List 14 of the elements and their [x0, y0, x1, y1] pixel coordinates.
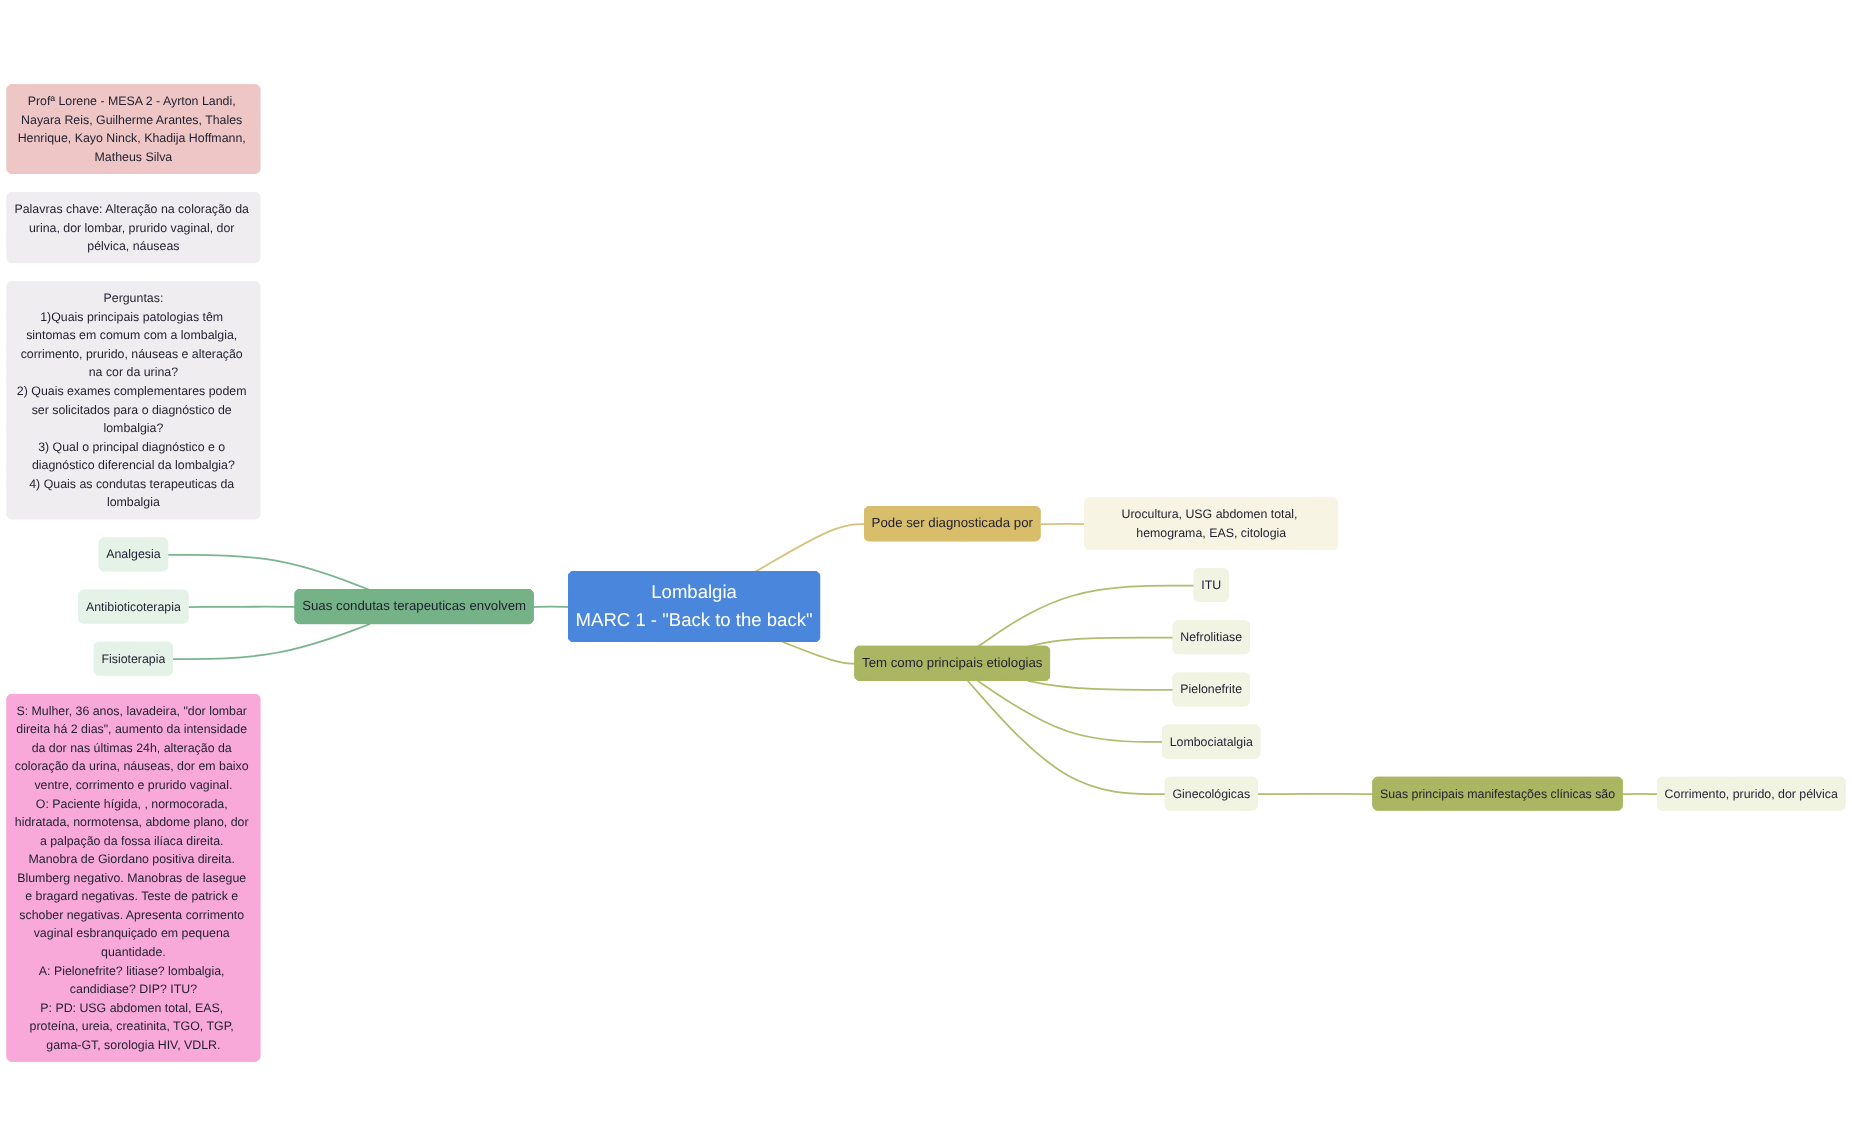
connector: [1026, 636, 1175, 648]
connector: [172, 623, 371, 661]
connector: [781, 641, 857, 665]
connector: [532, 605, 570, 608]
connector: [1026, 679, 1175, 691]
connector: [187, 605, 297, 608]
connector: [1039, 523, 1087, 526]
connector: [976, 584, 1196, 648]
connector: [976, 679, 1164, 743]
connector: [167, 553, 371, 591]
connector: [1621, 792, 1659, 795]
connector: [1256, 792, 1375, 795]
connector: [966, 679, 1167, 795]
connector: [753, 523, 866, 573]
